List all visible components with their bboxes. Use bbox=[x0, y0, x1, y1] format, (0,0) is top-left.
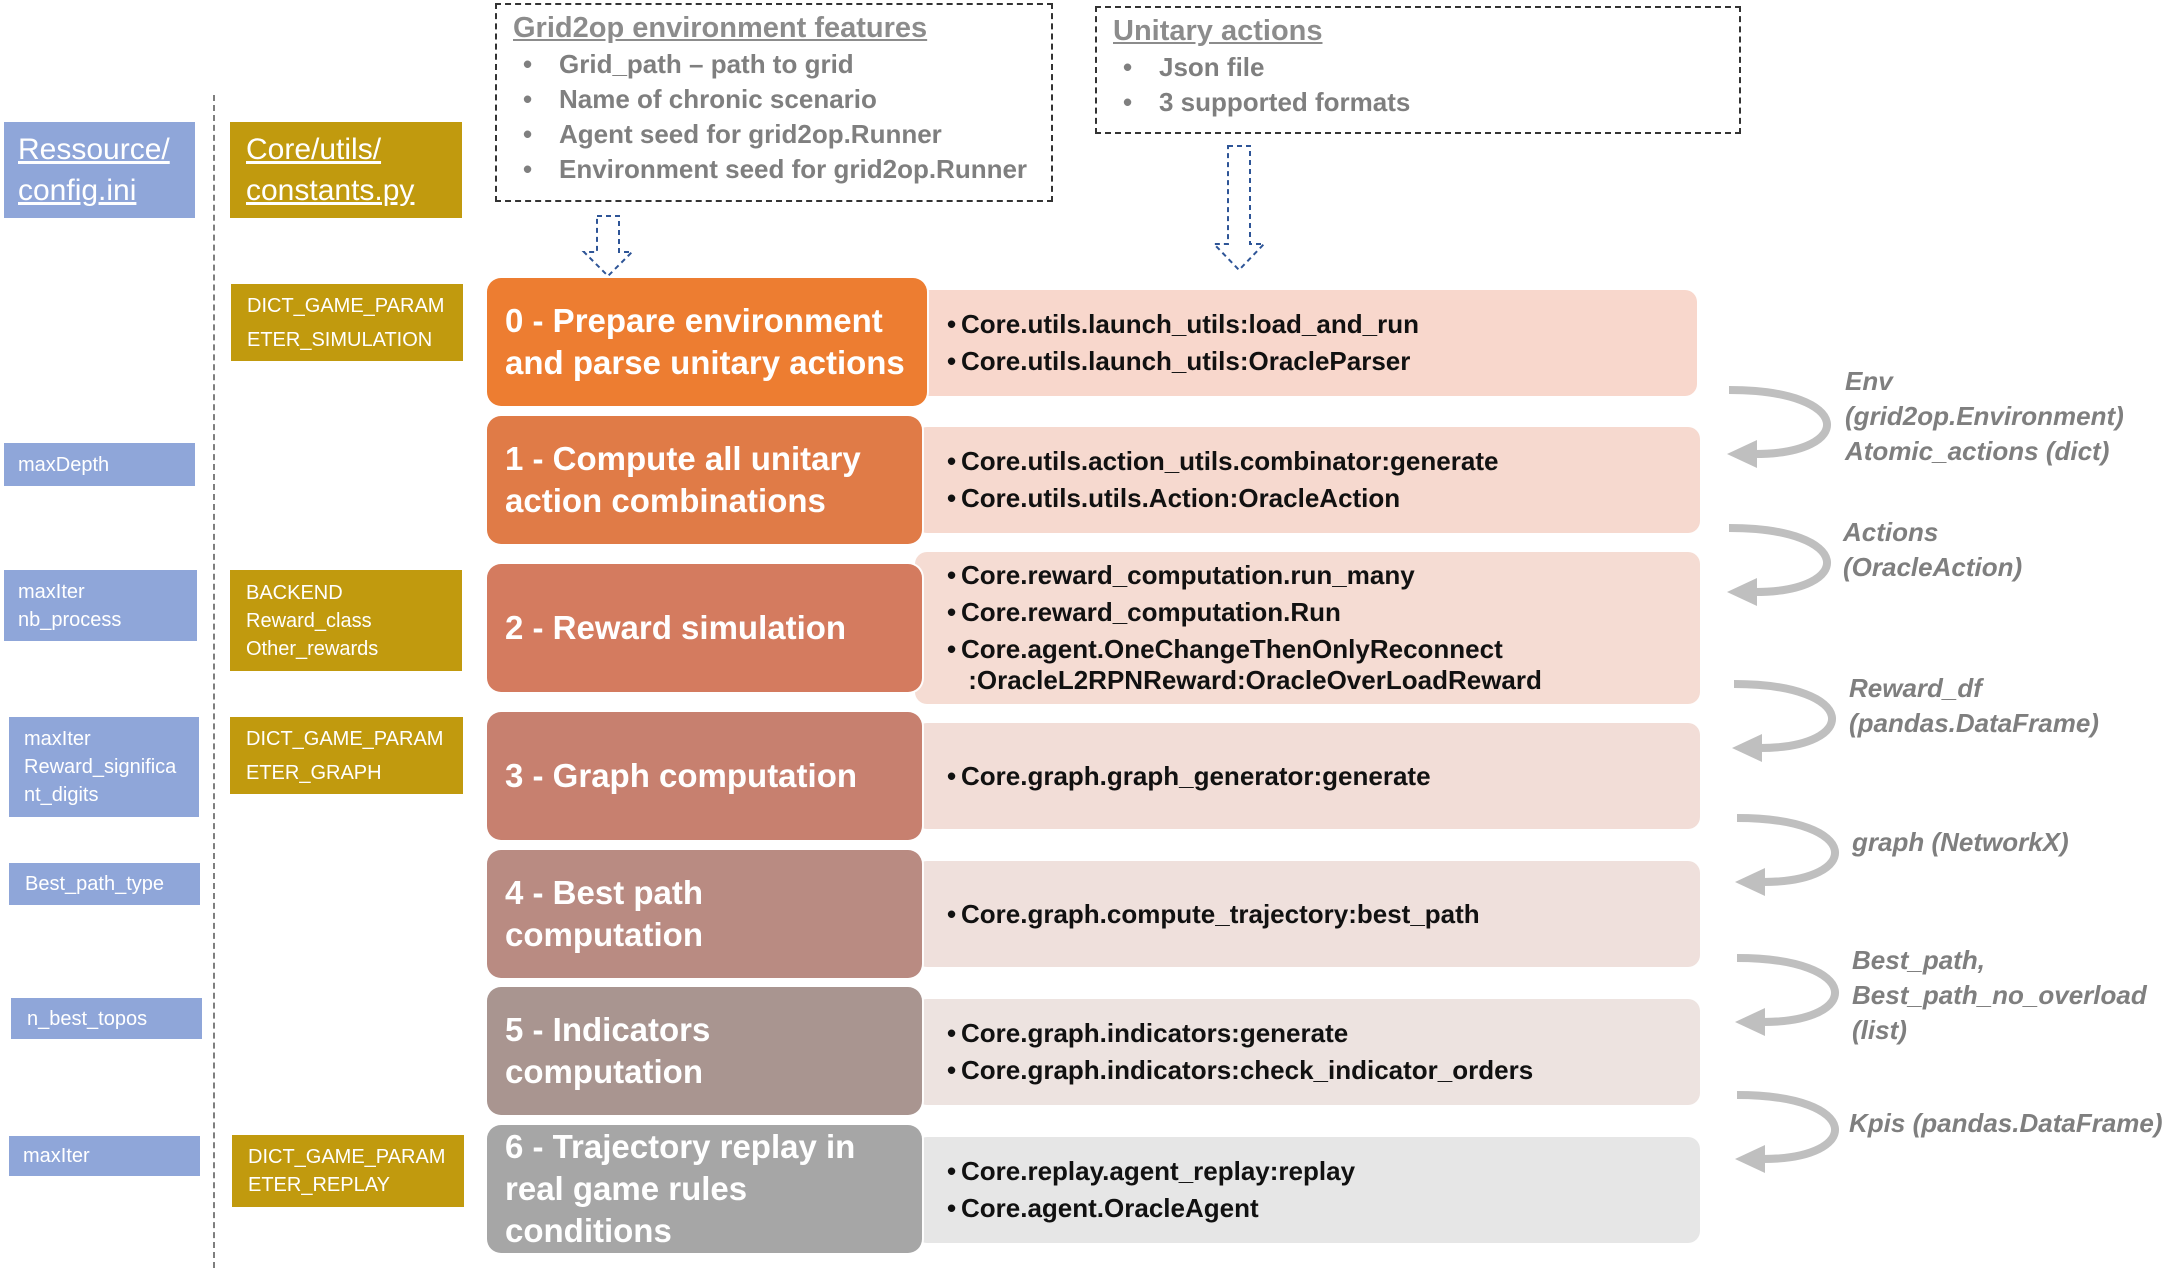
step-3-graph-computation: 3 - Graph computation bbox=[487, 712, 922, 840]
module-reference: Core.graph.compute_trajectory:best_path bbox=[947, 896, 1700, 933]
module-reference: Core.graph.indicators:check_indicator_or… bbox=[947, 1052, 1700, 1089]
features-title: Grid2op environment features bbox=[513, 12, 928, 44]
left-divider bbox=[213, 95, 215, 1268]
constants-line: DICT_GAME_PARAM bbox=[248, 1146, 446, 1168]
module-reference: Core.reward_computation.Run bbox=[947, 594, 1700, 631]
constants-simulation: DICT_GAME_PARAM ETER_SIMULATION bbox=[231, 284, 463, 361]
curved-arrow-icon bbox=[1735, 954, 1839, 1036]
step-6-details: Core.replay.agent_replay:replay Core.age… bbox=[915, 1137, 1700, 1243]
config-line: maxIter bbox=[24, 728, 91, 750]
module-reference: Core.agent.OracleAgent bbox=[947, 1190, 1700, 1227]
step-label: 2 - Reward simulation bbox=[505, 609, 847, 646]
output-graph: graph (NetworkX) bbox=[1852, 827, 2069, 857]
step-0-prepare-environment: 0 - Prepare environment and parse unitar… bbox=[487, 278, 927, 406]
output-actions: Actions (OracleAction) bbox=[1843, 517, 2023, 582]
curved-arrow-icon bbox=[1735, 814, 1839, 896]
features-down-arrow bbox=[581, 215, 635, 278]
module-reference: Core.reward_computation.run_many bbox=[947, 557, 1700, 594]
step-6-trajectory-replay: 6 - Trajectory replay in real game rules… bbox=[487, 1125, 922, 1253]
constants-graph: DICT_GAME_PARAM ETER_GRAPH bbox=[230, 717, 463, 794]
module-reference: Core.graph.graph_generator:generate bbox=[947, 758, 1700, 795]
constants-replay: DICT_GAME_PARAM ETER_REPLAY bbox=[232, 1135, 464, 1207]
module-reference-continued: :OracleL2RPNReward:OracleOverLoadReward bbox=[961, 665, 1542, 695]
config-line: Reward_significa bbox=[24, 756, 177, 778]
curved-arrow-icon bbox=[1732, 680, 1836, 762]
grid2op-features-box: Grid2op environment features Grid_path –… bbox=[495, 3, 1053, 202]
constants-line: DICT_GAME_PARAM bbox=[247, 294, 445, 317]
features-item: Agent seed for grid2op.Runner bbox=[511, 117, 1037, 152]
constants-box: Core/utils/ constants.py bbox=[230, 122, 462, 218]
config-line: n_best_topos bbox=[27, 1007, 148, 1030]
unitary-actions-box: Unitary actions Json file 3 supported fo… bbox=[1095, 6, 1741, 134]
module-reference: Core.utils.utils.Action:OracleAction bbox=[947, 480, 1700, 517]
config-line: nt_digits bbox=[24, 784, 99, 806]
features-item: Name of chronic scenario bbox=[511, 82, 1037, 117]
output-env-actions: Env (grid2op.Environment) Atomic_actions… bbox=[1845, 366, 2124, 466]
config-maxdepth: maxDepth bbox=[4, 443, 195, 486]
unitary-item: 3 supported formats bbox=[1111, 85, 1725, 120]
step-label: 1 - Compute all unitary action combinati… bbox=[505, 440, 861, 519]
curved-arrow-icon bbox=[1735, 1091, 1839, 1173]
step-5-details: Core.graph.indicators:generate Core.grap… bbox=[915, 999, 1700, 1105]
features-item: Grid_path – path to grid bbox=[511, 47, 1037, 82]
constants-title: Core/utils/ constants.py bbox=[246, 133, 415, 207]
step-label: 4 - Best path computation bbox=[505, 874, 704, 953]
constants-line: BACKEND bbox=[246, 581, 343, 604]
step-4-best-path: 4 - Best path computation bbox=[487, 850, 922, 978]
constants-line: Other_rewards bbox=[246, 637, 379, 660]
output-best-path: Best_path, Best_path_no_overload (list) bbox=[1852, 945, 2147, 1045]
constants-line: Reward_class bbox=[246, 609, 372, 632]
unitary-title: Unitary actions bbox=[1113, 15, 1323, 47]
features-item: Environment seed for grid2op.Runner bbox=[511, 152, 1037, 187]
constants-line: ETER_REPLAY bbox=[248, 1174, 390, 1196]
config-n-best-topos: n_best_topos bbox=[11, 998, 202, 1039]
module-reference: Core.utils.launch_utils:load_and_run bbox=[947, 306, 1697, 343]
curved-arrow-icon bbox=[1727, 386, 1831, 468]
step-3-details: Core.graph.graph_generator:generate bbox=[915, 723, 1700, 829]
ressource-config-title: Ressource/ config.ini bbox=[18, 133, 170, 207]
module-reference: Core.replay.agent_replay:replay bbox=[947, 1153, 1700, 1190]
constants-reward: BACKEND Reward_class Other_rewards bbox=[230, 570, 462, 671]
step-label: 0 - Prepare environment and parse unitar… bbox=[505, 302, 905, 381]
config-maxiter-replay: maxIter bbox=[9, 1136, 200, 1176]
unitary-item: Json file bbox=[1111, 50, 1725, 85]
step-2-details: Core.reward_computation.run_many Core.re… bbox=[915, 552, 1700, 704]
step-0-details: Core.utils.launch_utils:load_and_run Cor… bbox=[915, 290, 1697, 396]
config-best-path-type: Best_path_type bbox=[9, 863, 200, 905]
config-line: Best_path_type bbox=[25, 873, 164, 895]
config-reward-sim: maxIter nb_process bbox=[4, 570, 197, 641]
config-line: maxIter bbox=[18, 580, 85, 603]
step-4-details: Core.graph.compute_trajectory:best_path bbox=[915, 861, 1700, 967]
step-label: 3 - Graph computation bbox=[505, 757, 858, 794]
step-5-indicators: 5 - Indicators computation bbox=[487, 987, 922, 1115]
ressource-config-box: Ressource/ config.ini bbox=[4, 122, 195, 218]
module-reference: Core.utils.launch_utils:OracleParser bbox=[947, 343, 1697, 380]
config-line: maxDepth bbox=[18, 453, 110, 476]
curved-arrow-icon bbox=[1727, 524, 1831, 606]
config-graph: maxIter Reward_significa nt_digits bbox=[9, 717, 199, 817]
output-kpis: Kpis (pandas.DataFrame) bbox=[1849, 1108, 2163, 1138]
unitary-down-arrow bbox=[1211, 145, 1267, 272]
step-1-action-combinations: 1 - Compute all unitary action combinati… bbox=[487, 416, 922, 544]
config-line: maxIter bbox=[23, 1145, 90, 1167]
step-1-details: Core.utils.action_utils.combinator:gener… bbox=[915, 427, 1700, 533]
config-line: nb_process bbox=[18, 608, 122, 631]
step-label: 5 - Indicators computation bbox=[505, 1011, 711, 1090]
step-2-reward-simulation: 2 - Reward simulation bbox=[487, 564, 922, 692]
module-reference: Core.graph.indicators:generate bbox=[947, 1015, 1700, 1052]
constants-line: ETER_SIMULATION bbox=[247, 328, 433, 351]
module-reference: Core.agent.OneChangeThenOnlyReconnect bbox=[947, 631, 1700, 668]
constants-line: ETER_GRAPH bbox=[246, 761, 382, 784]
module-reference: Core.utils.action_utils.combinator:gener… bbox=[947, 443, 1700, 480]
step-label: 6 - Trajectory replay in real game rules… bbox=[505, 1128, 856, 1249]
constants-line: DICT_GAME_PARAM bbox=[246, 727, 444, 750]
output-reward-df: Reward_df (pandas.DataFrame) bbox=[1849, 673, 2099, 738]
